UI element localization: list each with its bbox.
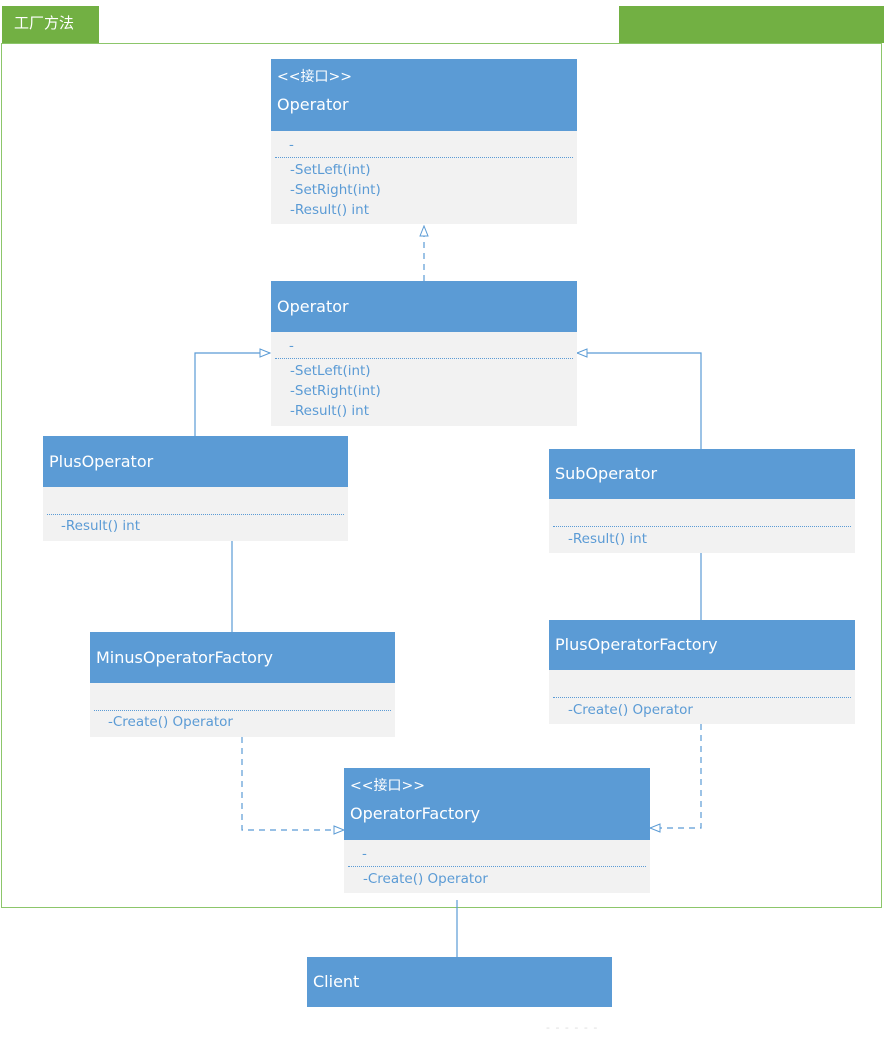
separator: [47, 514, 344, 515]
method: -SetLeft(int): [290, 363, 371, 379]
class-name: MinusOperatorFactory: [96, 648, 273, 667]
method: -SetLeft(int): [290, 162, 371, 178]
plus-operator-factory-box[interactable]: PlusOperatorFactory -Create() Operator: [549, 620, 855, 724]
generalization-plus: [194, 353, 270, 436]
diagram-frame: [1, 43, 882, 908]
stereotype-label: <<接口>>: [277, 69, 352, 85]
realization-minusfactory: [241, 737, 344, 830]
class-name: PlusOperatorFactory: [555, 635, 718, 654]
method: -Create() Operator: [568, 702, 693, 718]
diagram-title: 工厂方法: [14, 14, 75, 32]
footer-dots: - - - - - -: [546, 1021, 599, 1034]
method: -Create() Operator: [108, 714, 233, 730]
separator: [275, 358, 573, 359]
attribute: -: [362, 846, 367, 862]
class-name: PlusOperator: [49, 452, 154, 471]
method: -SetRight(int): [290, 383, 381, 399]
method: -Create() Operator: [363, 871, 488, 887]
method: -SetRight(int): [290, 182, 381, 198]
diagram-title-tab: 工厂方法: [2, 6, 99, 43]
header-bar-right: [619, 6, 884, 43]
class-name: Operator: [277, 95, 349, 114]
minus-operator-factory-box[interactable]: MinusOperatorFactory -Create() Operator: [90, 632, 395, 737]
method: -Result() int: [61, 518, 141, 534]
class-name: OperatorFactory: [350, 804, 481, 823]
realization-plusfactory: [650, 724, 702, 828]
generalization-sub: [577, 353, 702, 449]
sub-operator-box[interactable]: SubOperator -Result() int: [549, 449, 855, 553]
separator: [553, 697, 851, 698]
separator: [348, 866, 646, 867]
attribute: -: [289, 137, 294, 153]
client-box[interactable]: Client: [307, 957, 612, 1007]
method: -Result() int: [290, 403, 370, 419]
separator: [275, 157, 573, 158]
attribute: -: [289, 338, 294, 354]
operator-interface-box[interactable]: <<接口>> Operator - -SetLeft(int) -SetRigh…: [271, 59, 577, 224]
separator: [553, 526, 851, 527]
plus-operator-box[interactable]: PlusOperator -Result() int: [43, 436, 348, 541]
operator-factory-interface-box[interactable]: <<接口>> OperatorFactory - -Create() Opera…: [344, 768, 650, 893]
method: -Result() int: [568, 531, 648, 547]
class-name: Operator: [277, 297, 349, 316]
operator-class-box[interactable]: Operator - -SetLeft(int) -SetRight(int) …: [271, 281, 577, 426]
class-name: Client: [313, 972, 360, 991]
class-name: SubOperator: [555, 464, 658, 483]
separator: [94, 710, 391, 711]
method: -Result() int: [290, 202, 370, 218]
stereotype-label: <<接口>>: [350, 778, 425, 794]
